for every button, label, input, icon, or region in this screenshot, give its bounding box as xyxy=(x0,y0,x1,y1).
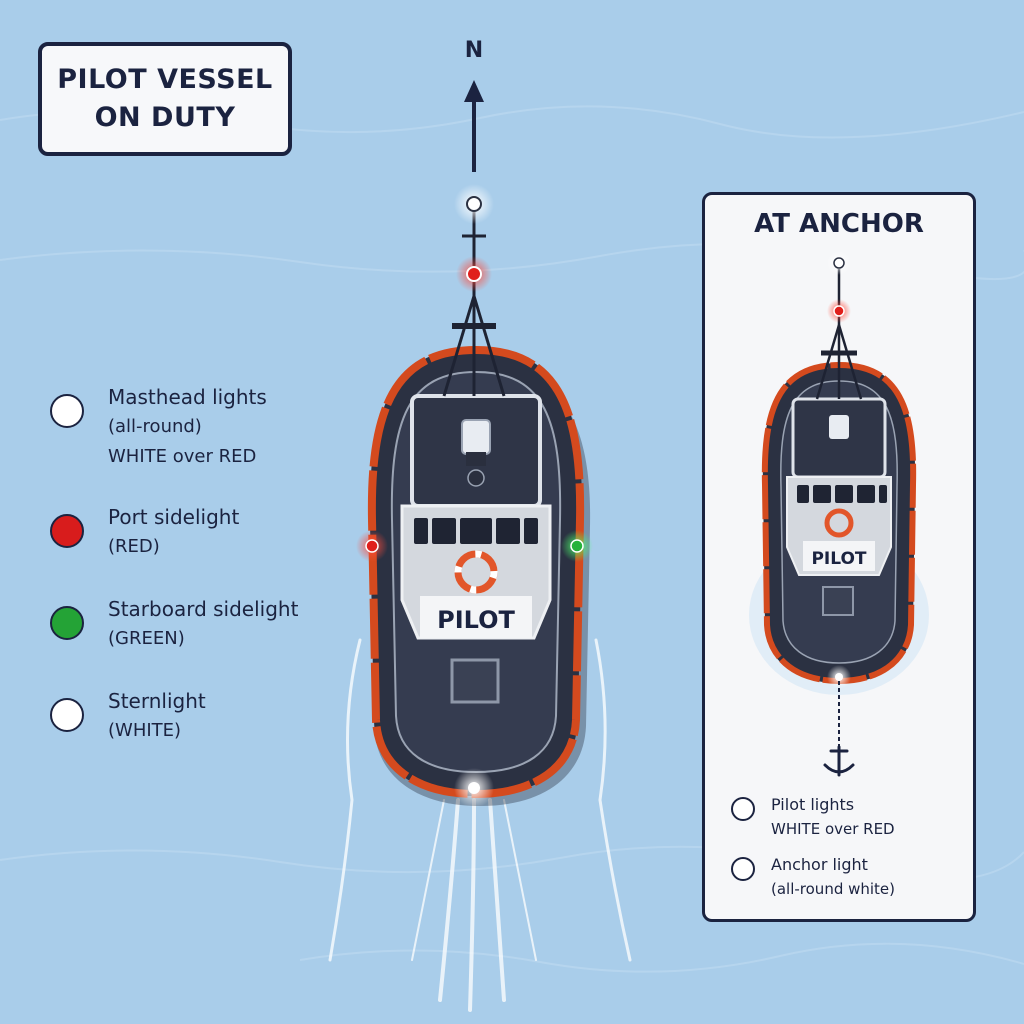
legend-dot-masthead xyxy=(50,394,84,428)
life-ring-icon xyxy=(454,550,498,594)
anchor-panel-title: AT ANCHOR xyxy=(754,209,924,239)
legend-name: Port sidelight xyxy=(108,505,240,529)
legend-detail: (WHITE) xyxy=(108,720,182,741)
port-sidelight xyxy=(365,539,379,553)
legend-name: Starboard sidelight xyxy=(108,597,299,621)
legend-detail: WHITE over RED xyxy=(108,446,257,467)
legend-detail: (all-round) xyxy=(108,416,202,437)
legend-dot-starboard xyxy=(50,606,84,640)
legend-item-starboard: Starboard sidelight (GREEN) xyxy=(48,594,308,686)
legend-item-port: Port sidelight (RED) xyxy=(48,502,308,594)
north-arrow-icon xyxy=(464,80,484,172)
anchor-light xyxy=(835,673,843,681)
legend-name: Masthead lights xyxy=(108,385,267,409)
anchor-legend-name: Anchor light xyxy=(771,855,868,874)
wake xyxy=(328,638,632,1012)
boat-label: PILOT xyxy=(437,606,515,634)
light-legend: Masthead lights (all-round) WHITE over R… xyxy=(48,382,308,806)
masthead-white-light xyxy=(466,196,482,212)
anchor-icon xyxy=(823,745,855,777)
legend-detail: (RED) xyxy=(108,536,160,557)
anchored-vessel: PILOT xyxy=(749,251,929,777)
pilot-vessel xyxy=(356,184,593,808)
north-label: N xyxy=(464,38,484,63)
life-ring-icon xyxy=(824,508,854,538)
masthead-red-light xyxy=(466,266,482,282)
legend-item-masthead: Masthead lights (all-round) WHITE over R… xyxy=(48,382,308,502)
mast xyxy=(442,212,506,397)
legend-dot-port xyxy=(50,514,84,548)
title-box: PILOT VESSEL ON DUTY xyxy=(38,42,292,156)
anchored-boat-label: PILOT xyxy=(811,549,866,569)
sternlight xyxy=(468,782,480,794)
anchor-legend-name: Pilot lights xyxy=(771,795,855,814)
title-line-2: ON DUTY xyxy=(94,102,236,133)
deck-hatch xyxy=(450,658,500,704)
anchor-legend-detail: WHITE over RED xyxy=(771,820,895,838)
page-title: PILOT VESSEL ON DUTY xyxy=(57,61,273,137)
legend-item-stern: Sternlight (WHITE) xyxy=(48,686,308,806)
legend-dot-pilot-lights xyxy=(731,797,755,821)
legend-name: Sternlight xyxy=(108,689,206,713)
starboard-sidelight xyxy=(570,539,584,553)
legend-dot-anchor-light xyxy=(731,857,755,881)
anchor-panel: AT ANCHOR xyxy=(702,192,976,922)
anchor-legend-detail: (all-round white) xyxy=(771,880,896,898)
legend-dot-stern xyxy=(50,698,84,732)
wheelhouse-windows xyxy=(414,518,538,544)
anchor-white-light xyxy=(833,257,845,269)
legend-detail: (GREEN) xyxy=(108,628,185,649)
anchor-red-light xyxy=(833,305,845,317)
title-line-1: PILOT VESSEL xyxy=(57,64,273,95)
